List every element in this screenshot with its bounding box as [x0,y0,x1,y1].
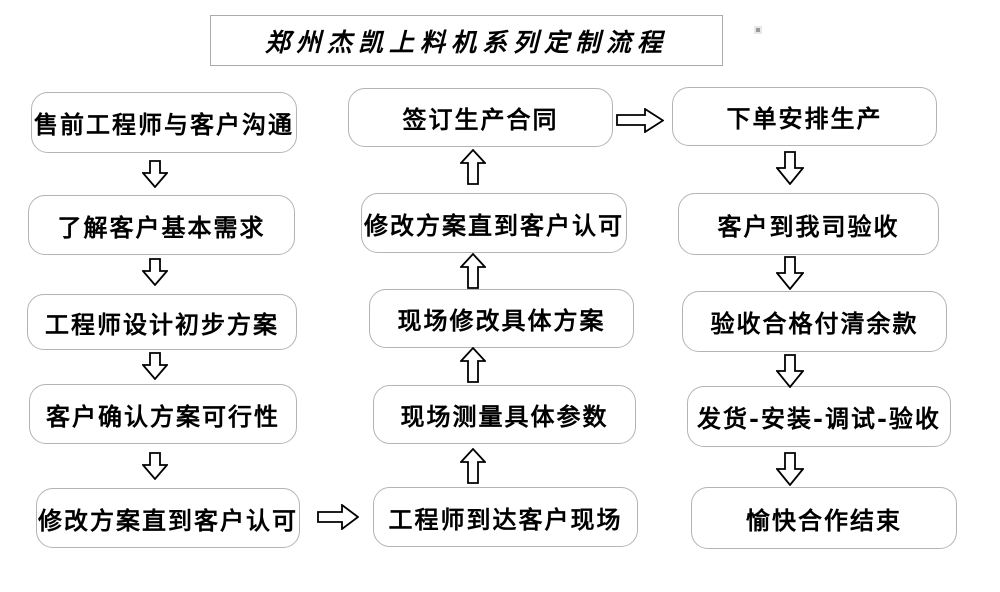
artifact-dot [754,26,762,34]
step-left-3: 工程师设计初步方案 [27,294,297,350]
step-middle-2: 现场测量具体参数 [373,385,636,444]
up-arrow-icon [460,253,486,289]
up-arrow-icon [460,149,486,185]
down-arrow-icon [776,452,804,486]
down-arrow-icon [142,352,168,380]
step-middle-5: 签订生产合同 [348,88,613,147]
right-arrow-icon [317,504,359,530]
step-left-4: 客户确认方案可行性 [29,384,297,444]
step-right-1: 下单安排生产 [672,87,937,146]
down-arrow-icon [142,160,168,188]
down-arrow-icon [142,452,168,480]
step-right-5: 愉快合作结束 [691,487,957,549]
step-middle-1: 工程师到达客户现场 [373,487,638,547]
flowchart-title: 郑州杰凯上料机系列定制流程 [264,27,668,57]
step-middle-4: 修改方案直到客户认可 [361,193,627,253]
step-left-5: 修改方案直到客户认可 [36,488,300,548]
step-left-1: 售前工程师与客户沟通 [31,92,297,153]
down-arrow-icon [142,258,168,286]
step-right-2: 客户到我司验收 [678,193,939,255]
down-arrow-icon [776,256,804,290]
up-arrow-icon [460,347,486,383]
step-right-4: 发货-安装-调试-验收 [687,386,951,447]
down-arrow-icon [776,151,804,185]
right-arrow-icon [616,108,664,133]
step-left-2: 了解客户基本需求 [28,195,295,255]
down-arrow-icon [776,354,804,388]
step-middle-3: 现场修改具体方案 [369,289,634,348]
step-right-3: 验收合格付清余款 [682,291,947,352]
up-arrow-icon [460,448,486,484]
flowchart-title-box: 郑州杰凯上料机系列定制流程 [210,15,723,66]
